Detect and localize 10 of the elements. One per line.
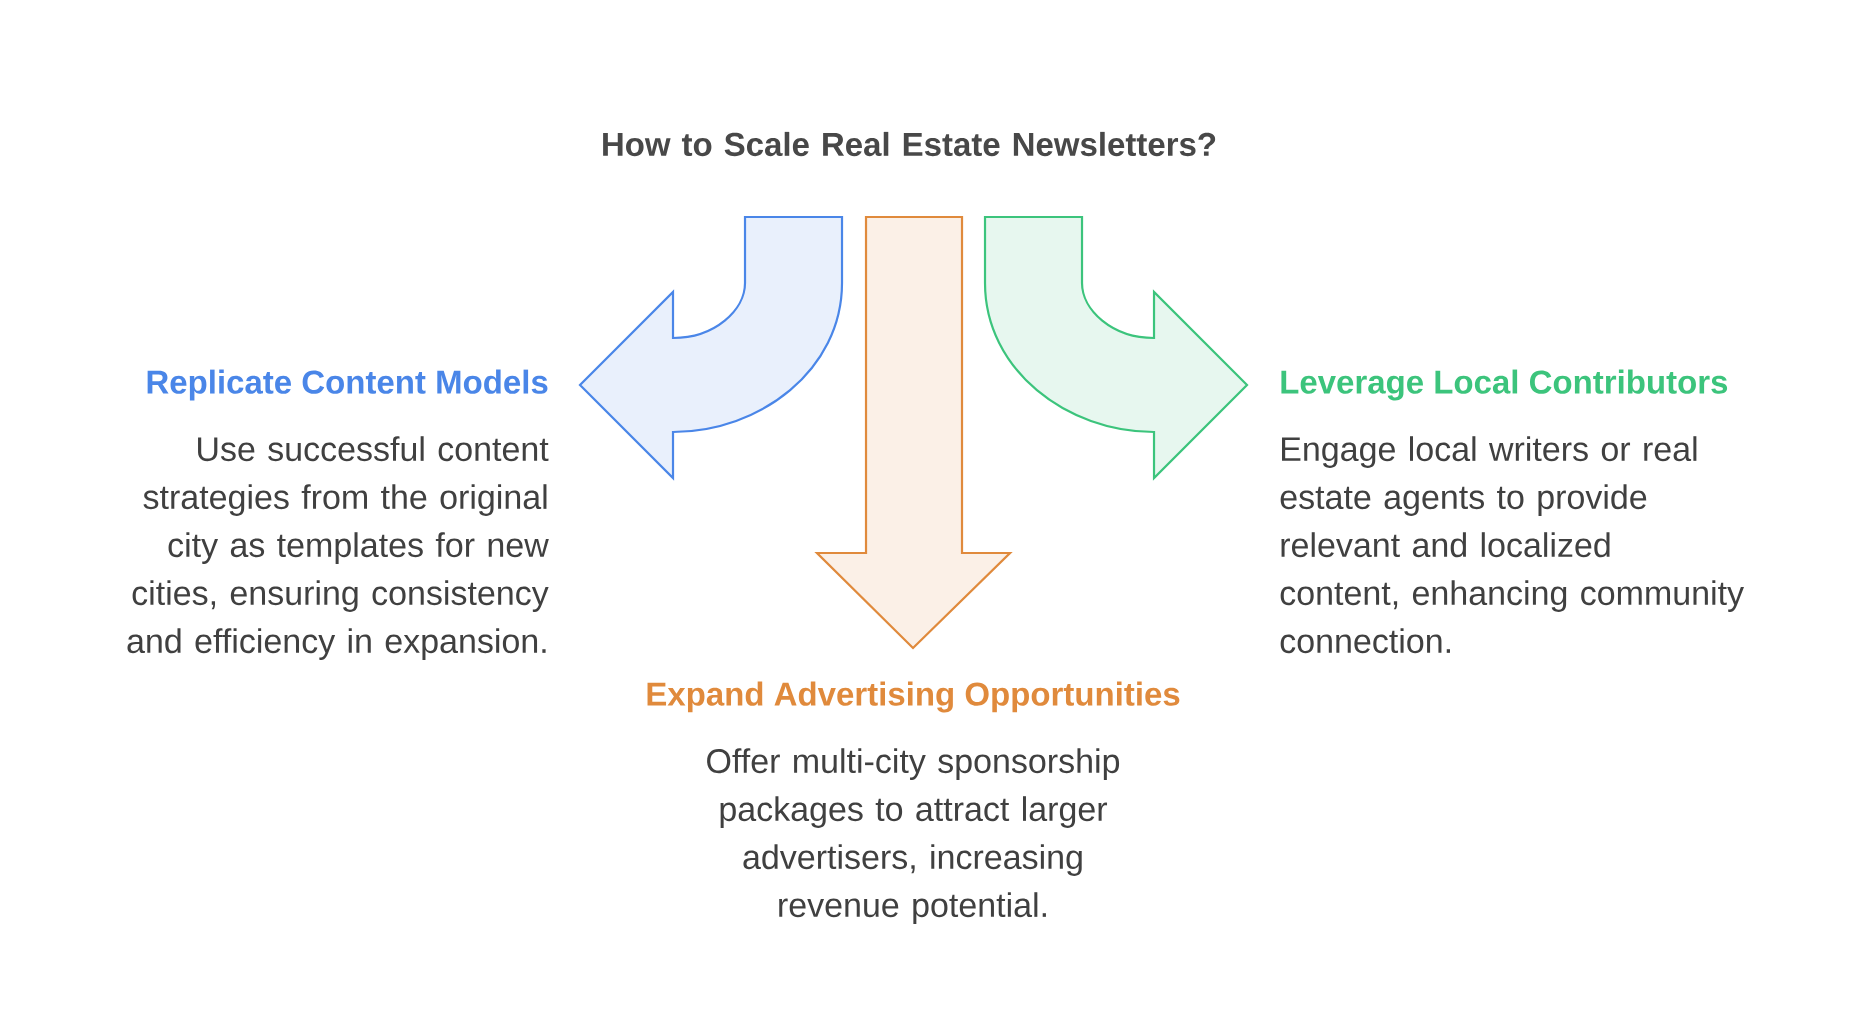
heading: Replicate Content Models (147, 369, 548, 401)
heading: Expand Advertising Opportunities (647, 681, 1180, 713)
description: Use successful content strategies from the original city as templates for new cities, ensuring consistency and efficiency in expansion. (127, 436, 549, 660)
curved-arrow (814, 215, 1013, 650)
curved-arrow (983, 215, 1249, 480)
title: How to Scale Real Estate Newsletters? (603, 131, 1216, 157)
curved-arrow (578, 215, 844, 480)
heading: Leverage Local Contributors (1281, 369, 1728, 401)
description: Engage local writers or real estate agents to provide relevant and localized content, enhancing community connection. (1280, 436, 1744, 654)
description: Offer multi-city sponsorship packages to attract larger advertisers, increasing revenue potential. (707, 748, 1120, 924)
